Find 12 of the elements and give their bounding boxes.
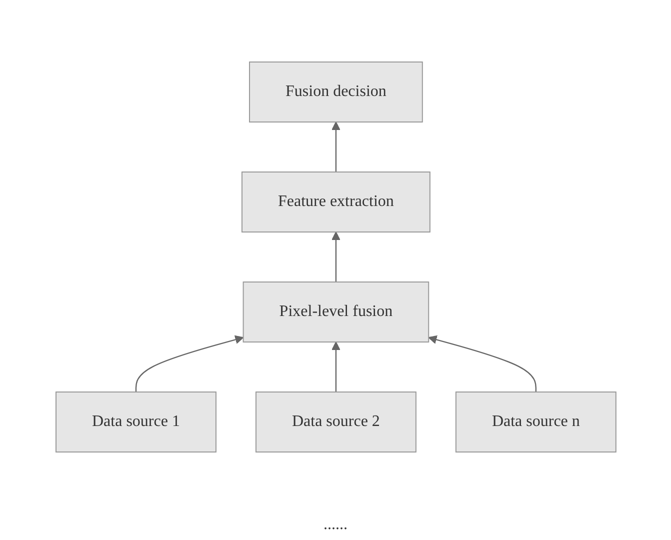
ellipsis-note: ......: [324, 516, 348, 533]
arrow: [134, 335, 244, 392]
node-box: Data source 2: [255, 392, 416, 452]
node-box: Data source n: [454, 392, 616, 452]
arrow: [331, 342, 340, 392]
arrow: [428, 335, 536, 392]
arrow: [331, 232, 340, 282]
node-box: Feature extraction: [241, 172, 430, 232]
node-box: Fusion decision: [248, 62, 422, 122]
node-box: Data source 1: [55, 392, 216, 452]
arrow: [331, 122, 340, 172]
node-box: Pixel-level fusion: [242, 282, 429, 342]
